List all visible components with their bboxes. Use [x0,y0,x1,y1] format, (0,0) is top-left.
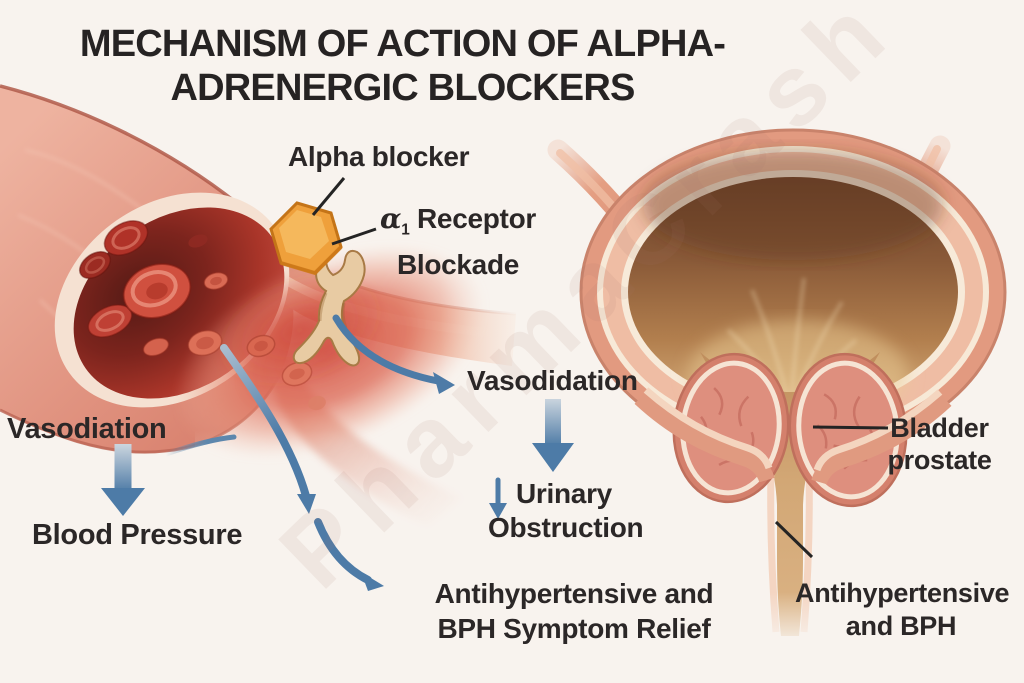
receptor-blockade-label: α1 Receptor Blockade [380,202,536,282]
urethra-pointer [774,520,814,559]
relief-line-1: Antihypertensive and [434,578,714,609]
alpha-subscript: 1 [401,221,410,239]
receptor-label-line-2: Blockade [396,248,520,280]
vasodidation-label: Vasodidation [467,365,638,396]
receptor-pointer [331,227,377,246]
bladder-prostate-pointer [812,425,889,430]
vasodiation-label: Vasodiation [7,413,167,445]
urinary-label-line-1: Urinary [516,478,612,509]
bladder-prostate-label: Bladder prostate [877,412,1002,476]
vasodidation-arrow [332,314,442,385]
alpha-blocker-label: Alpha blocker [288,141,470,172]
alpha-blocker-hexagon [269,201,343,276]
alpha-symbol: α [380,202,402,235]
title-line-2: ADRENERGIC BLOCKERS [170,67,635,109]
title-line-1: MECHANISM OF ACTION OF ALPHA- [79,23,726,65]
receptor-word: Receptor [417,203,536,234]
relief-line-2: BPH Symptom Relief [437,613,711,644]
bph-line-1: Antihypertensive [795,578,1010,608]
bladder-prostate-line-1: Bladder [890,413,989,443]
urethra [700,352,880,636]
alpha-blocker-pointer [311,177,346,216]
bph-label: Antihypertensive and BPH [795,577,1010,643]
bladder-illustration [547,128,1007,652]
blood-vessel-illustration [0,84,605,575]
receptor-label-line-1: α1 Receptor [380,202,536,248]
vasodiation-pointer-curve [163,434,237,457]
bph-line-2: and BPH [845,611,957,641]
long-arrow-segment-2 [314,518,372,584]
flow-arrows [101,314,574,591]
red-blood-cells [78,220,326,411]
long-arrow-segment-1 [220,344,310,500]
page-title: MECHANISM OF ACTION OF ALPHA- ADRENERGIC… [55,22,750,110]
symptom-relief-label: Antihypertensive and BPH Symptom Relief [424,576,724,646]
urinary-label-line-2: Obstruction [488,512,644,543]
bladder-prostate-line-2: prostate [887,445,992,475]
label-pointer-lines [311,177,889,559]
blood-pressure-label: Blood Pressure [32,519,243,551]
